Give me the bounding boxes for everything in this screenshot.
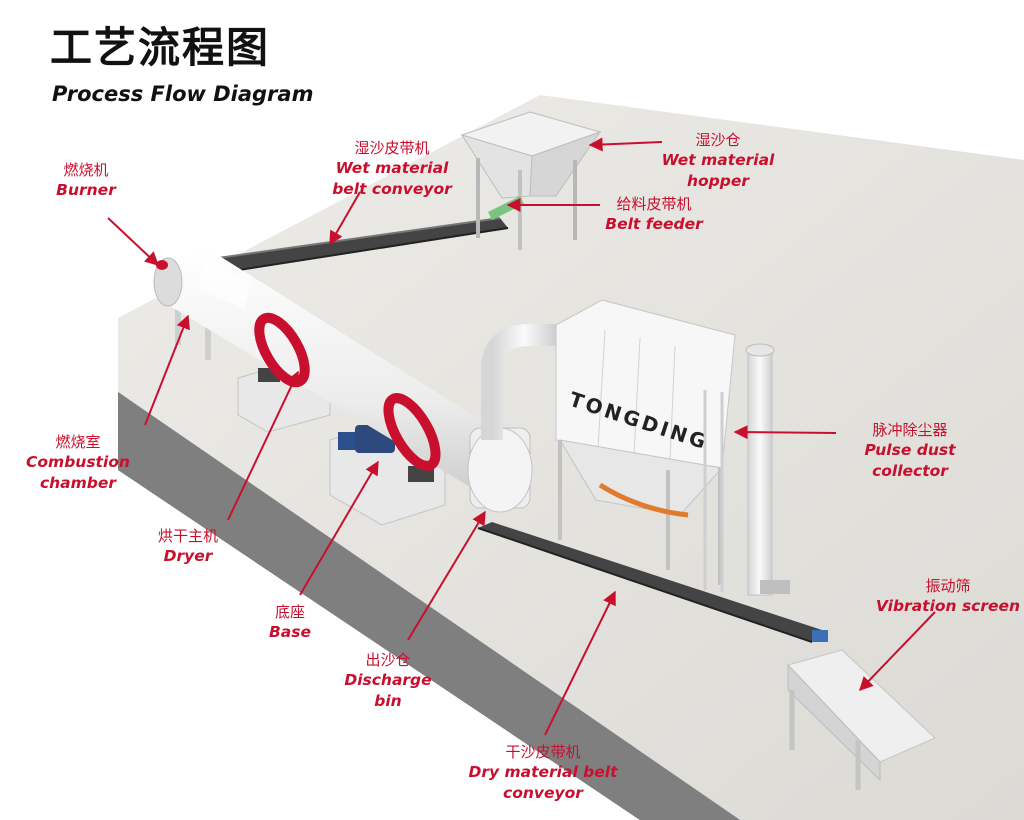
label-discharge: 出沙仓 Discharge bin (340, 650, 436, 712)
label-base: 底座 Base (258, 602, 322, 643)
arrow-combustion (144, 314, 190, 426)
page-title-en: Process Flow Diagram (52, 82, 314, 106)
arrow-dry-belt (544, 590, 616, 736)
label-discharge-en2: bin (374, 692, 402, 710)
label-wet-belt: 湿沙皮带机 Wet material belt conveyor (318, 138, 466, 200)
label-hopper-cn: 湿沙仓 (695, 131, 741, 149)
vibration-screen (787, 649, 936, 790)
arrow-vibration (859, 611, 936, 692)
label-burner-cn: 燃烧机 (63, 161, 109, 179)
pointer-arrows (107, 137, 936, 736)
arrow-burner (107, 217, 160, 266)
arrow-hopper (588, 137, 663, 152)
dryer-drum (153, 250, 525, 505)
label-dust-en: Pulse dust collector (864, 441, 956, 480)
page-title-cn: 工艺流程图 (50, 23, 271, 72)
arrow-discharge (407, 510, 486, 641)
label-dryer-en: Dryer (163, 547, 213, 565)
label-hopper-en: Wet material hopper (661, 151, 775, 190)
label-dust-cn: 脉冲除尘器 (872, 421, 948, 439)
label-feeder: 给料皮带机 Belt feeder (602, 194, 706, 235)
pulse-dust-collector: TONGDING (555, 299, 736, 592)
chimney (745, 343, 790, 596)
label-combustion-en1: Combustion (26, 453, 130, 471)
label-wet-belt-en1: Wet material (335, 159, 449, 177)
label-dry-belt-en1: Dry material belt (468, 763, 618, 781)
label-dry-belt-en2: conveyor (503, 784, 583, 802)
label-burner: 燃烧机 Burner (46, 160, 126, 201)
label-feeder-en: Belt feeder (605, 215, 703, 233)
label-vibration: 振动筛 Vibration screen (874, 576, 1022, 617)
label-feeder-cn: 给料皮带机 (616, 195, 692, 213)
label-discharge-en1: Discharge (344, 671, 432, 689)
label-burner-en: Burner (56, 181, 116, 199)
wet-hopper (460, 111, 602, 250)
wet-belt-conveyor (217, 217, 509, 273)
arrow-dust (733, 425, 837, 440)
label-wet-belt-cn: 湿沙皮带机 (354, 139, 430, 157)
label-dryer: 烘干主机 Dryer (148, 526, 228, 567)
discharge-bin (467, 324, 556, 513)
label-combustion-en2: chamber (39, 474, 117, 492)
label-vibration-en: Vibration screen (875, 597, 1021, 615)
label-combustion-cn: 燃烧室 (55, 433, 101, 451)
label-base-en: Base (268, 623, 311, 641)
label-discharge-cn: 出沙仓 (365, 651, 411, 669)
dry-belt-conveyor (477, 522, 828, 643)
arrow-wet-belt (329, 191, 361, 246)
label-dry-belt-cn: 干沙皮带机 (505, 743, 581, 761)
label-base-cn: 底座 (274, 603, 305, 621)
label-vibration-cn: 振动筛 (925, 577, 971, 595)
label-combustion: 燃烧室 Combustion chamber (22, 432, 134, 494)
arrow-dryer (227, 370, 299, 521)
arrow-base (299, 460, 379, 596)
label-dry-belt: 干沙皮带机 Dry material belt conveyor (456, 742, 630, 804)
label-wet-belt-en2: belt conveyor (332, 180, 452, 198)
label-dryer-cn: 烘干主机 (157, 527, 218, 545)
label-dust: 脉冲除尘器 Pulse dust collector (826, 420, 994, 482)
label-hopper: 湿沙仓 Wet material hopper (628, 130, 808, 192)
drum-ring (254, 312, 441, 471)
ladder (703, 390, 724, 592)
